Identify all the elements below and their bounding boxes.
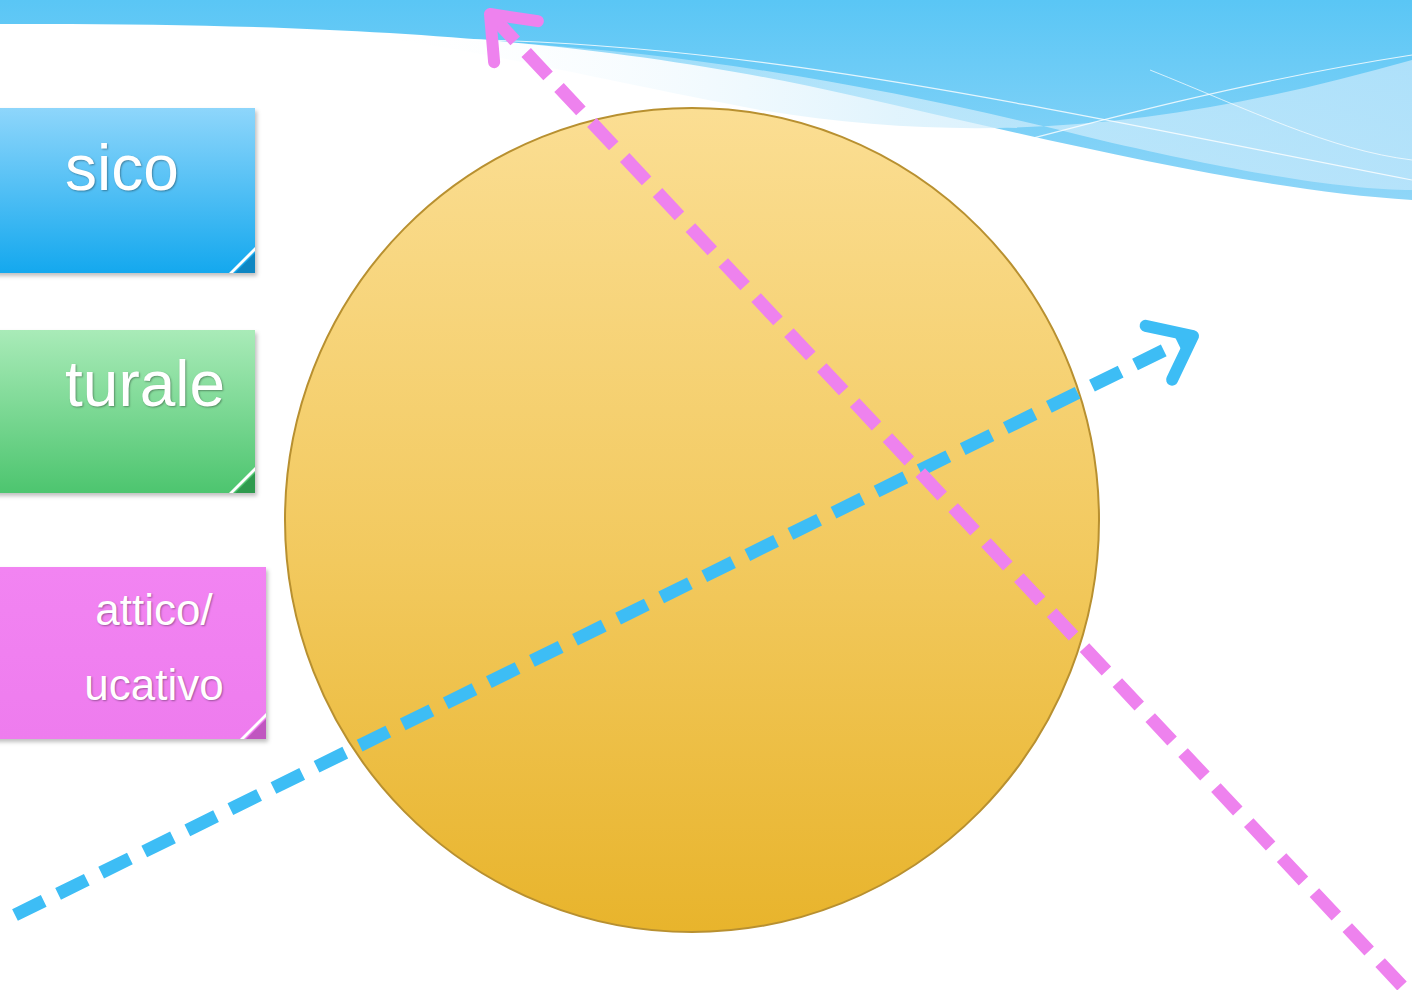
fold-gap [229,467,255,493]
pink-label-box: attico/ ucativo [0,567,266,739]
box-label: sico [65,130,179,207]
box-label: turale [65,346,225,423]
pink-dashed-arrow [490,14,1402,986]
box-label: attico/ ucativo [66,573,242,723]
fold-flap [246,719,266,739]
fold-gap [229,247,255,273]
folded-corner [229,247,255,273]
blue-label-box: sico [0,108,255,273]
folded-corner [240,713,266,739]
fold-flap [235,473,255,493]
fold-flap [235,253,255,273]
wave-line [1150,70,1412,160]
fold-gap [240,713,266,739]
green-label-box: turale [0,330,255,493]
wave-line [950,55,1412,160]
folded-corner [229,467,255,493]
